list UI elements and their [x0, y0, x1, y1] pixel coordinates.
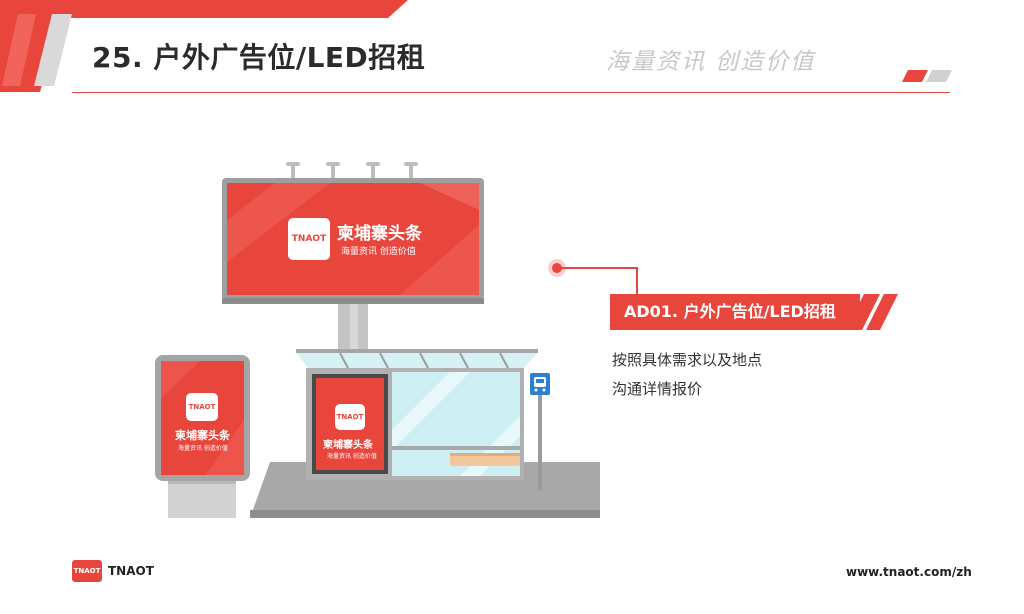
callout-line: 沟通详情报价: [612, 380, 703, 398]
shelter-poster-slogan: 海量资讯 创造价值: [327, 453, 377, 460]
shelter-roof: [296, 352, 538, 368]
billboard-logo-text: TNAOT: [291, 234, 327, 244]
shelter-poster-brand: 柬埔寨头条: [323, 440, 373, 451]
header-decoration: [0, 0, 408, 92]
billboard-logo: TNAOT: [288, 218, 330, 260]
shelter-poster-logo: TNAOT: [335, 404, 365, 430]
billboard-brand: 柬埔寨头条: [337, 224, 422, 244]
footer-brand: TNAOT: [108, 564, 154, 578]
header-divider: [72, 92, 950, 93]
billboard-slogan: 海量资讯 创造价值: [341, 247, 416, 257]
callout-title-bg: [610, 294, 860, 330]
shelter-poster-logo-text: TNAOT: [336, 413, 364, 421]
lightbox-base: [168, 478, 236, 518]
billboard-lamps: [286, 162, 418, 180]
lightbox-brand: 柬埔寨头条: [175, 429, 230, 442]
lightbox-slogan: 海量资讯 创造价值: [178, 445, 228, 452]
bench: [450, 455, 520, 466]
slogan-watermark: 海量资讯 创造价值: [606, 49, 816, 75]
callout-title: AD01. 户外广告位/LED招租: [624, 302, 836, 321]
lightbox-logo-text: TNAOT: [188, 403, 216, 411]
bus-stop-pole: [538, 392, 542, 490]
footer-logo: TNAOT: [72, 560, 102, 582]
slide-title: 25. 户外广告位/LED招租: [92, 41, 426, 74]
footer-url[interactable]: www.tnaot.com/zh: [846, 565, 972, 579]
footer-logo-text: TNAOT: [73, 567, 101, 575]
callout-line: 按照具体需求以及地点: [612, 351, 763, 369]
lightbox-logo: TNAOT: [186, 393, 218, 421]
callout-description: 按照具体需求以及地点 沟通详情报价: [612, 346, 762, 404]
header-corner-marks: [902, 70, 952, 82]
